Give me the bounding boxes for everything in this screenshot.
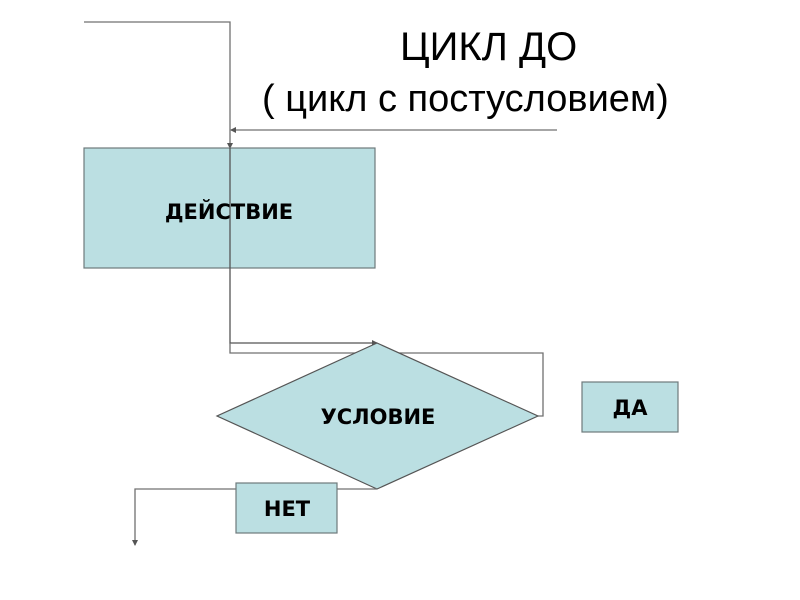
diagram-subtitle: ( цикл с постусловием) [262,78,669,120]
diagram-title: ЦИКЛ ДО [400,25,578,69]
no-label-box: НЕТ [235,482,338,534]
condition-label: УСЛОВИЕ [321,405,436,429]
yes-label: ДА [613,396,649,420]
entry-connector [84,21,233,149]
yes-label-box: ДА [581,381,679,433]
condition-block: УСЛОВИЕ [215,342,540,490]
condition-loop-connector [229,343,544,417]
action-label: ДЕЙСТВИЕ [165,199,293,224]
no-label: НЕТ [264,497,311,521]
